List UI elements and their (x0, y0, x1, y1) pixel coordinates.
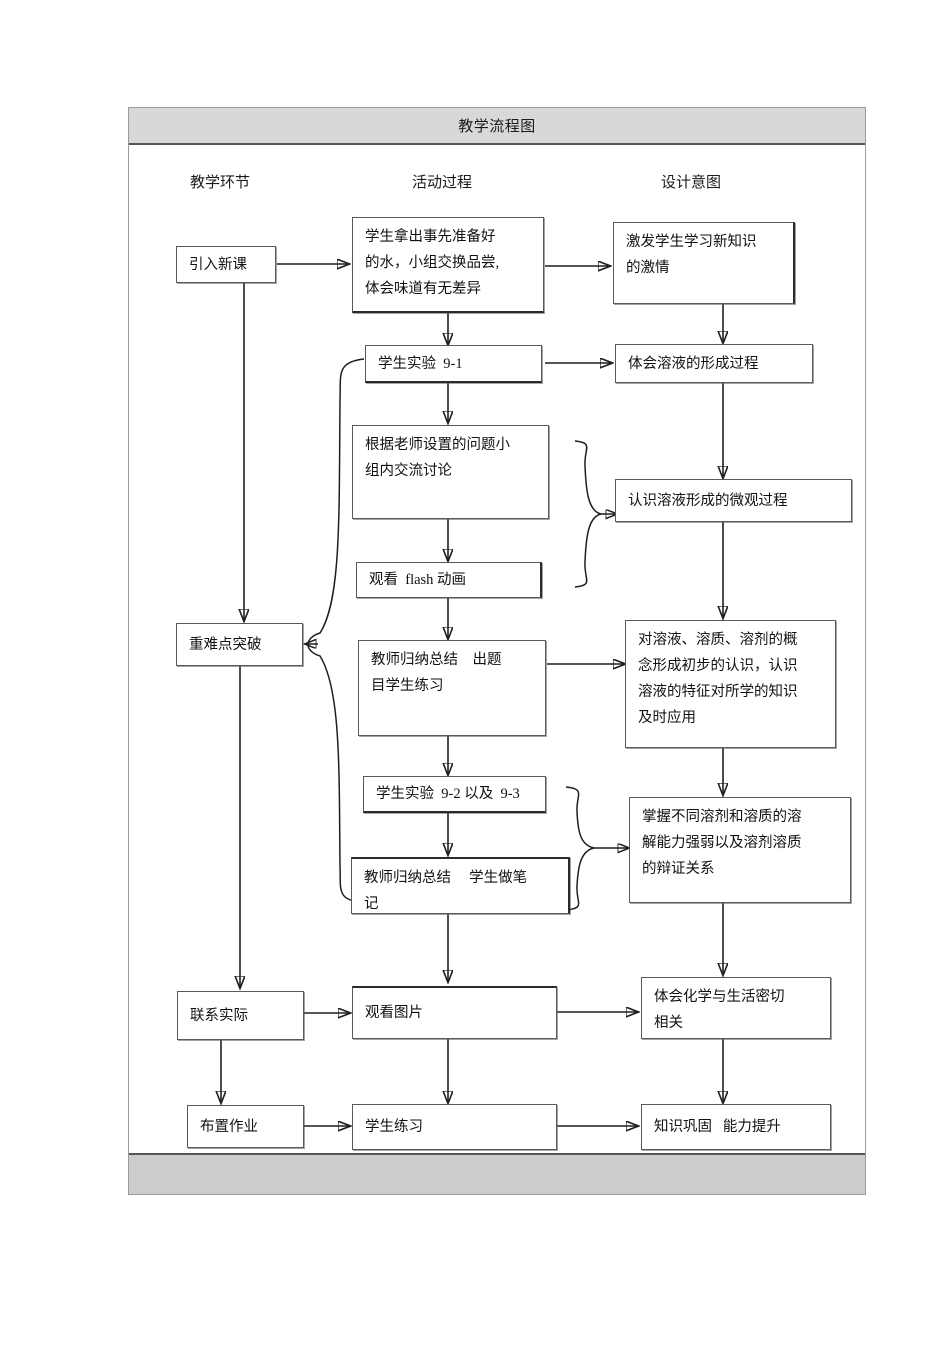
node-intro-stage-label: 引入新课 (189, 256, 247, 273)
node-group-discussion-line1: 根据老师设置的问题小 (365, 437, 510, 453)
node-connect-reality[interactable]: 联系实际 (177, 991, 304, 1040)
node-spark-interest-line1: 激发学生学习新知识 (626, 234, 757, 250)
node-solubility-relations-line2: 解能力强弱以及溶剂溶质 (642, 835, 802, 851)
page-title: 教学流程图 (458, 119, 536, 135)
node-consolidate-knowledge[interactable]: 知识巩固 能力提升 (641, 1104, 831, 1150)
node-spark-interest-line2: 的激情 (626, 260, 670, 276)
node-watch-pictures-label: 观看图片 (365, 1005, 423, 1021)
column-header-design-intent: 设计意图 (661, 175, 722, 191)
column-header-activity-process: 活动过程 (412, 175, 473, 191)
diagram-footer-bar (129, 1153, 865, 1194)
node-solution-concepts-line2: 念形成初步的认识，认识 (638, 658, 798, 674)
node-solubility-relations[interactable]: 掌握不同溶剂和溶质的溶 解能力强弱以及溶剂溶质 的辩证关系 (629, 797, 851, 903)
node-solution-concepts-line3: 溶液的特征对所学的知识 (638, 684, 798, 700)
node-micro-process-label: 认识溶液形成的微观过程 (628, 492, 788, 509)
node-watch-flash[interactable]: 观看 flash 动画 (356, 562, 542, 598)
node-chemistry-and-life-line2: 相关 (654, 1015, 683, 1031)
node-watch-flash-label: 观看 flash 动画 (369, 572, 467, 588)
node-difficulty-stage-label: 重难点突破 (189, 636, 262, 653)
node-teacher-summary-2-line2: 记 (364, 896, 379, 912)
node-connect-reality-label: 联系实际 (190, 1007, 248, 1024)
diagram-header-bar: 教学流程图 (129, 108, 865, 145)
node-micro-process[interactable]: 认识溶液形成的微观过程 (615, 479, 852, 522)
node-teacher-summary-2[interactable]: 教师归纳总结 学生做笔 记 (351, 857, 570, 914)
node-solution-forming[interactable]: 体会溶液的形成过程 (615, 344, 813, 383)
node-solution-concepts-line1: 对溶液、溶质、溶剂的概 (638, 632, 798, 648)
node-experiment-91-label: 学生实验 9-1 (378, 355, 463, 372)
node-solution-concepts[interactable]: 对溶液、溶质、溶剂的概 念形成初步的认识，认识 溶液的特征对所学的知识 及时应用 (625, 620, 836, 748)
node-solubility-relations-line3: 的辩证关系 (642, 861, 715, 877)
node-experiment-92-93-label: 学生实验 9-2 以及 9-3 (376, 786, 520, 802)
node-chemistry-and-life[interactable]: 体会化学与生活密切 相关 (641, 977, 831, 1039)
node-solution-concepts-line4: 及时应用 (638, 710, 696, 726)
node-teacher-summary-1-line2: 目学生练习 (371, 678, 444, 694)
node-teacher-summary-1[interactable]: 教师归纳总结 出题 目学生练习 (358, 640, 546, 736)
node-assign-homework-label: 布置作业 (200, 1118, 258, 1135)
node-taste-water[interactable]: 学生拿出事先准备好 的水，小组交换品尝, 体会味道有无差异 (352, 217, 544, 313)
node-chemistry-and-life-line1: 体会化学与生活密切 (654, 989, 785, 1005)
node-solution-forming-label: 体会溶液的形成过程 (628, 355, 759, 372)
node-student-practice-label: 学生练习 (365, 1119, 423, 1135)
node-taste-water-line1: 学生拿出事先准备好 (365, 229, 496, 245)
node-taste-water-line2: 的水，小组交换品尝, (365, 255, 500, 271)
node-intro-stage[interactable]: 引入新课 (176, 246, 276, 283)
node-teacher-summary-2-line1: 教师归纳总结 学生做笔 (364, 870, 528, 886)
node-group-discussion[interactable]: 根据老师设置的问题小 组内交流讨论 (352, 425, 549, 519)
node-experiment-91[interactable]: 学生实验 9-1 (365, 345, 542, 383)
column-header-teaching-stage: 教学环节 (190, 175, 251, 191)
node-consolidate-knowledge-label: 知识巩固 能力提升 (654, 1119, 781, 1135)
node-student-practice[interactable]: 学生练习 (352, 1104, 557, 1150)
node-taste-water-line3: 体会味道有无差异 (365, 281, 481, 297)
node-group-discussion-line2: 组内交流讨论 (365, 463, 452, 479)
node-difficulty-stage[interactable]: 重难点突破 (176, 623, 303, 666)
node-solubility-relations-line1: 掌握不同溶剂和溶质的溶 (642, 809, 802, 825)
node-assign-homework[interactable]: 布置作业 (187, 1105, 304, 1148)
node-teacher-summary-1-line1: 教师归纳总结 出题 (371, 652, 502, 668)
node-spark-interest[interactable]: 激发学生学习新知识 的激情 (613, 222, 795, 304)
node-experiment-92-93[interactable]: 学生实验 9-2 以及 9-3 (363, 776, 546, 813)
node-watch-pictures[interactable]: 观看图片 (352, 986, 557, 1039)
